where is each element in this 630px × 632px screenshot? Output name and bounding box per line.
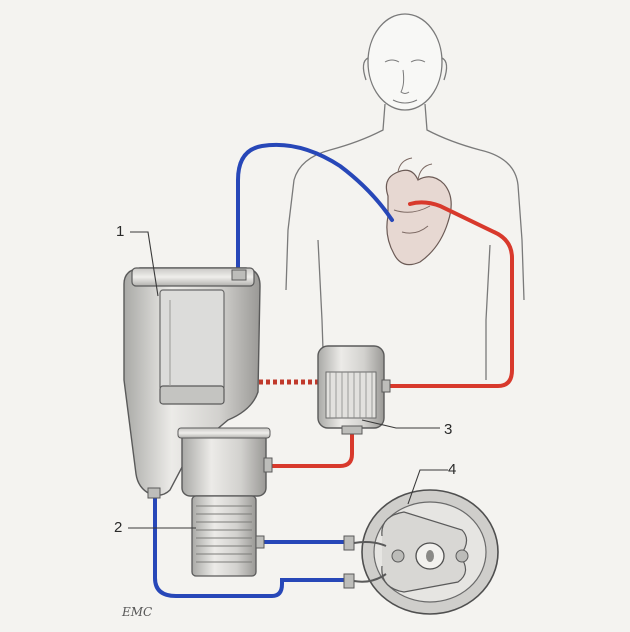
arterial-filter <box>318 346 390 434</box>
ear-left <box>363 58 368 80</box>
ear-right <box>442 58 447 80</box>
label-pump: 4 <box>448 461 456 478</box>
heart <box>386 158 451 265</box>
venous-line-to-reservoir <box>238 145 392 272</box>
heat-exchanger <box>178 428 272 576</box>
roller-pump <box>344 490 498 614</box>
label-oxygenator: 1 <box>116 223 124 240</box>
artist-signature: EMC <box>121 605 152 619</box>
head <box>368 14 442 110</box>
heat-exchanger-to-filter-line <box>266 432 352 466</box>
label-filter: 3 <box>444 421 452 438</box>
label-heat-exchanger: 2 <box>114 519 122 536</box>
